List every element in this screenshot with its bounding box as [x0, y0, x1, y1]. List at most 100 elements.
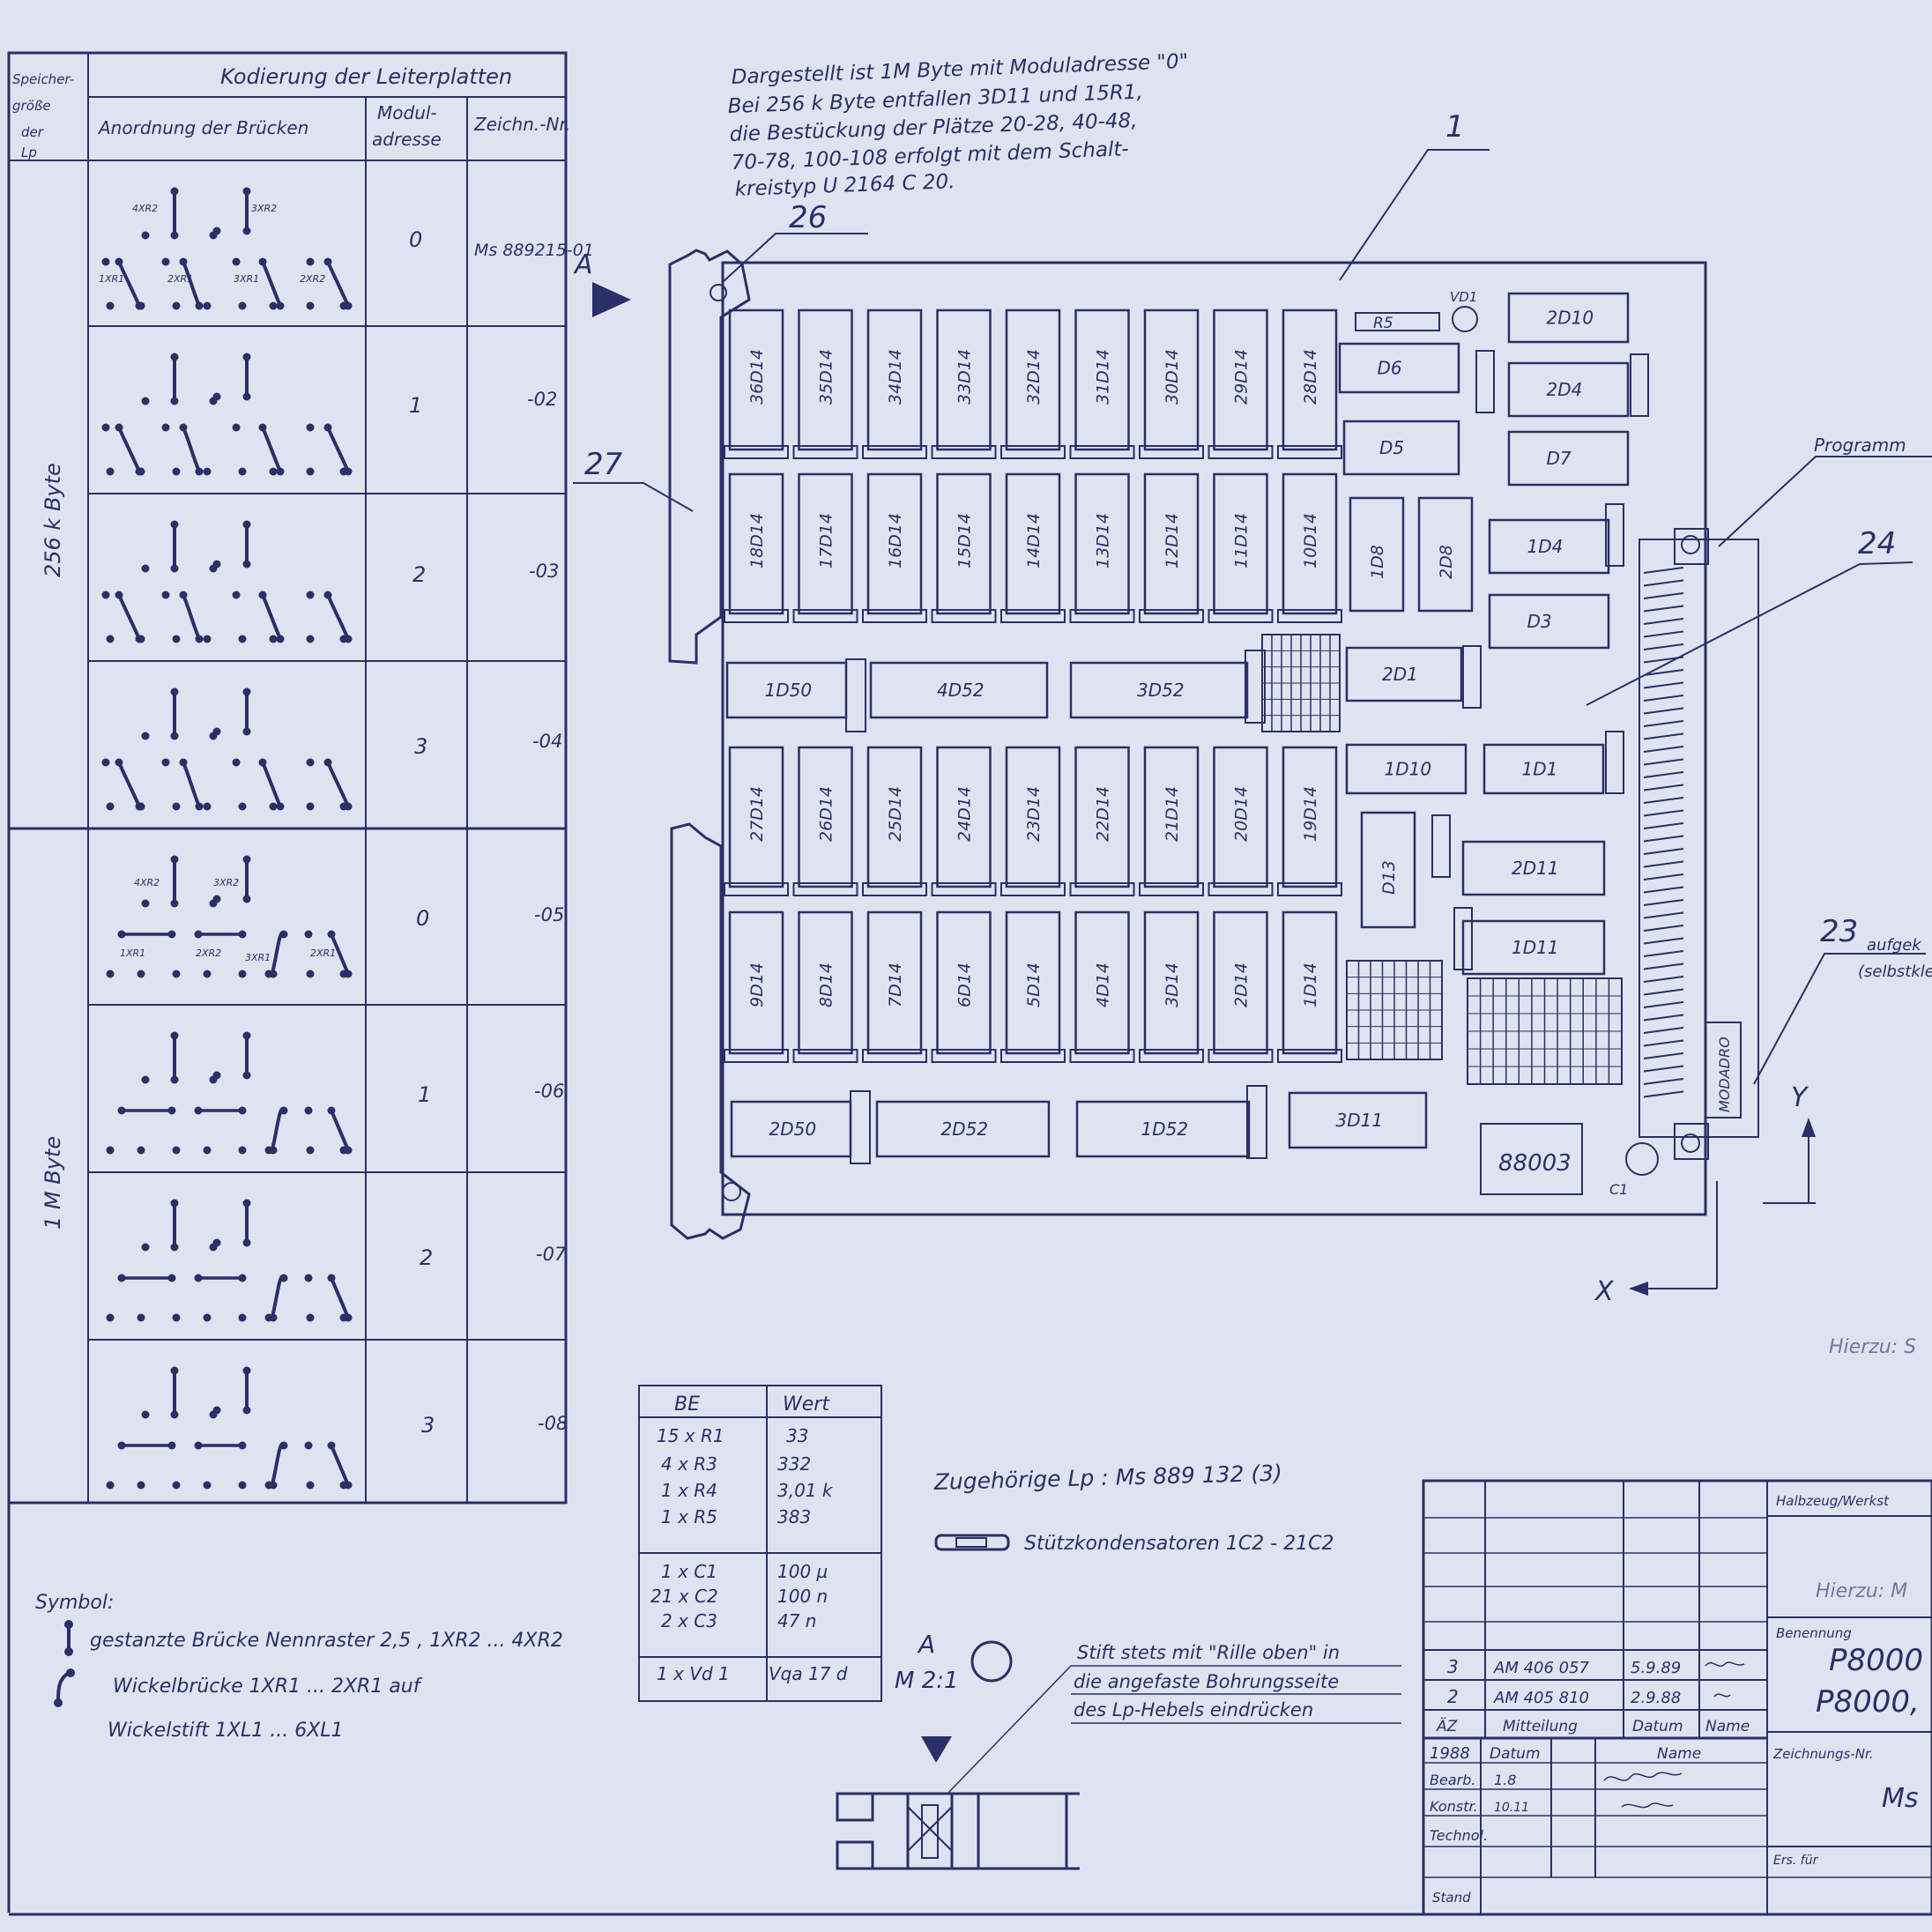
connector-pin: [1643, 579, 1684, 587]
bom-wert: 100 µ: [777, 1561, 828, 1582]
col-drawing: Zeichn.-Nr.: [473, 114, 570, 135]
bridge-label: 2XR1: [310, 947, 336, 959]
detail-scale: M 2:1: [895, 1668, 959, 1694]
callout-23-text-b: (selbstkle: [1858, 962, 1932, 981]
axis-x-label: X: [1594, 1276, 1615, 1307]
tb-name-2: P8000,: [1816, 1684, 1920, 1720]
connector-pin: [1643, 720, 1684, 727]
ram-chip: 17D14: [798, 472, 853, 615]
chip-label: 3D11: [1336, 1110, 1384, 1131]
chip-label: 34D14: [886, 349, 905, 405]
row-module: 1: [409, 393, 422, 418]
chip-label: 11D14: [1232, 513, 1252, 568]
ram-chip: 7D14: [866, 910, 923, 1055]
bom-wert: 47 n: [777, 1610, 816, 1631]
chip-label: 1D4: [1527, 536, 1564, 557]
chip-label: 26D14: [817, 786, 836, 842]
col-module-1: Modul-: [377, 102, 437, 123]
chip-label: 1D1: [1522, 759, 1558, 780]
sticker-label: 88003: [1498, 1150, 1572, 1177]
chip-label: 36D14: [747, 349, 767, 405]
bom-be: 1 x C1: [661, 1561, 717, 1582]
chip: D5: [1342, 420, 1460, 476]
chip-label: 22D14: [1094, 786, 1113, 842]
tb-datum: Datum: [1632, 1718, 1683, 1735]
col-arrangement: Anordnung der Brücken: [97, 117, 308, 138]
tb-name: Name: [1705, 1718, 1750, 1735]
chip-label: 3D14: [1163, 962, 1182, 1007]
chip-label: 1D10: [1385, 759, 1432, 780]
col-module-2: adresse: [372, 129, 442, 150]
bom-head-wert: Wert: [783, 1393, 830, 1416]
connector-pin: [1643, 962, 1684, 970]
resistor-array: [1261, 634, 1341, 732]
chip: 1D50: [725, 661, 848, 719]
ram-chip: 31D14: [1074, 308, 1130, 451]
tb-datum-2: Datum: [1490, 1745, 1541, 1763]
ram-chip: 28D14: [1282, 308, 1338, 451]
chip-label: 17D14: [817, 513, 836, 568]
tb-change-datum: 2.9.88: [1631, 1689, 1681, 1707]
bridge-symbols: [101, 187, 353, 1490]
chip: D3: [1488, 593, 1610, 650]
ram-chip: 18D14: [728, 472, 784, 615]
col-size-2: größe: [12, 98, 51, 114]
signature: [1705, 1661, 1745, 1698]
connector-pin: [1643, 886, 1684, 894]
vd1-label: VD1: [1450, 289, 1477, 305]
row-drawing: Ms 889215-01: [474, 241, 594, 260]
row-module: 2: [412, 562, 426, 587]
ram-chip: 9D14: [728, 910, 784, 1055]
tb-mitteilung: Mitteilung: [1503, 1718, 1578, 1735]
edge-connector: [1643, 567, 1684, 1098]
chip-label: 9D14: [747, 962, 767, 1007]
axis-y-label: Y: [1791, 1082, 1809, 1113]
ram-chip: 33D14: [936, 308, 992, 451]
chip-label: 23D14: [1024, 786, 1044, 842]
connector-pin: [1643, 976, 1684, 983]
pin-note: des Lp-Hebels eindrücken: [1074, 1699, 1313, 1720]
connector-pin: [1643, 1001, 1684, 1008]
chip-label: D5: [1379, 437, 1404, 458]
row-drawing: -04: [532, 731, 562, 752]
connector-pin: [1643, 809, 1684, 817]
hierzu-right: Hierzu: S: [1829, 1336, 1916, 1358]
chip-label: 10D14: [1301, 513, 1320, 568]
resistor-array: [1467, 977, 1623, 1085]
chip-label: 2D4: [1547, 379, 1583, 400]
row-drawing: -03: [529, 561, 559, 582]
connector-pin: [1643, 950, 1684, 957]
chip: 2D8: [1417, 496, 1474, 613]
chip: D13: [1360, 811, 1416, 929]
callout-programm: Programm: [1814, 435, 1906, 456]
ram-chip: 10D14: [1282, 472, 1338, 615]
view-a-label: A: [573, 249, 593, 280]
bridge-label: 3XR1: [234, 273, 259, 285]
connector-pin: [1643, 822, 1684, 829]
chip-label: 12D14: [1163, 513, 1182, 568]
chip-label: 35D14: [817, 349, 836, 405]
tb-change-az: 3: [1447, 1656, 1459, 1677]
chip: 4D52: [869, 661, 1049, 719]
connector-pin: [1643, 797, 1684, 804]
callout-24: 24: [1858, 526, 1896, 561]
connector-pin: [1643, 873, 1684, 881]
chip-label: 29D14: [1232, 349, 1252, 405]
connector-pin: [1643, 618, 1684, 625]
col-size-4: Lp: [21, 145, 37, 160]
chip-label: 13D14: [1094, 513, 1113, 568]
connector-pin: [1643, 835, 1684, 843]
connector-pin: [1643, 1039, 1684, 1047]
chip: 2D52: [875, 1100, 1051, 1158]
chip-label: 3D52: [1137, 680, 1185, 701]
connector-pin: [1643, 746, 1684, 753]
connector-pin: [1643, 758, 1684, 766]
chip: 2D10: [1507, 292, 1630, 344]
ram-chip: 3D14: [1143, 910, 1200, 1055]
ram-chip: 34D14: [866, 308, 923, 451]
ram-chip: 14D14: [1005, 472, 1061, 615]
symbol-line: Wickelbrücke 1XR1 ... 2XR1 auf: [113, 1676, 423, 1698]
ram-chip: 26D14: [798, 746, 853, 888]
callouts: 1 26 27 24 23 aufgek (selbstkle Programm…: [573, 109, 1932, 1358]
row-module: 1: [418, 1082, 431, 1107]
